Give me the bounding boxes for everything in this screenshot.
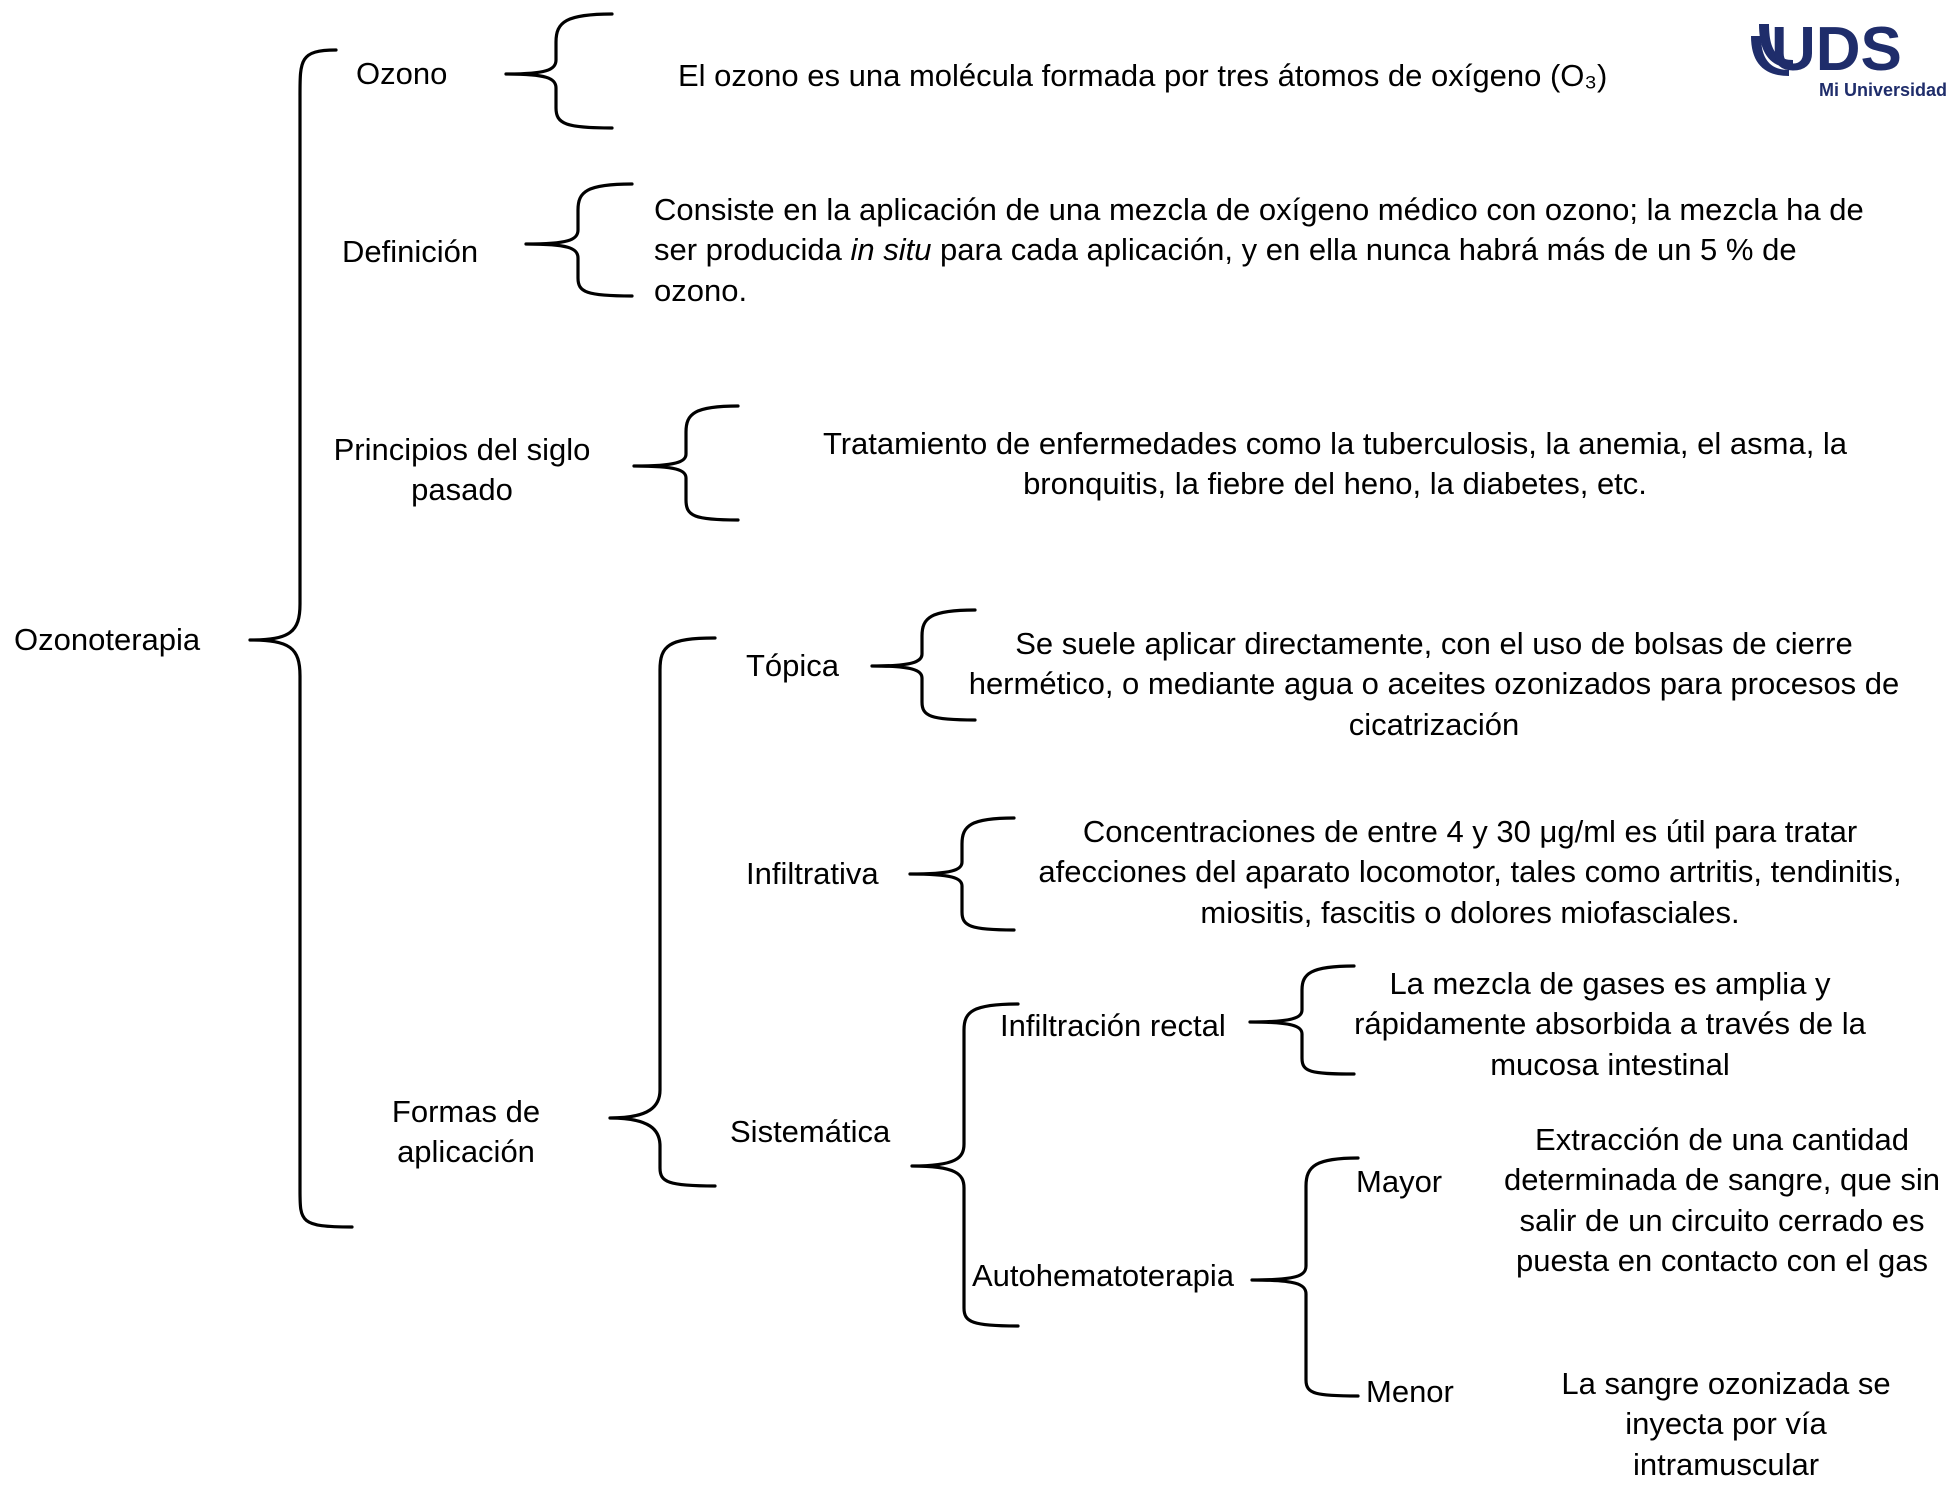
- node-formas: Formas de aplicación: [346, 1092, 586, 1173]
- rectal-line-2: rápidamente absorbida a través de la: [1354, 1006, 1866, 1042]
- topica-description: Se suele aplicar directamente, con el us…: [944, 624, 1924, 745]
- mayor-line-4: puesta en contacto con el gas: [1516, 1242, 1928, 1278]
- rectal-description: La mezcla de gases es amplia y rápidamen…: [1330, 964, 1890, 1085]
- node-ozono: Ozono: [356, 56, 448, 91]
- brace-definicion: [524, 182, 634, 298]
- node-sistematica: Sistemática: [730, 1114, 891, 1149]
- infiltrativa-line-3: miositis, fascitis o dolores miofasciale…: [1200, 894, 1740, 930]
- brace-root: [248, 48, 354, 1229]
- mayor-line-3: salir de un circuito cerrado es: [1519, 1202, 1925, 1238]
- rectal-line-3: mucosa intestinal: [1490, 1046, 1730, 1082]
- mayor-line-2: determinada de sangre, que sin: [1503, 1162, 1940, 1198]
- formas-label-line-2: aplicación: [397, 1134, 535, 1170]
- brace-topica: [870, 608, 977, 722]
- definicion-line-2: ser producida in situ para cada aplicaci…: [654, 230, 1864, 270]
- definicion-line-1: Consiste en la aplicación de una mezcla …: [654, 192, 1864, 227]
- node-principios: Principios del siglo pasado: [316, 430, 608, 511]
- node-mayor: Mayor: [1356, 1164, 1443, 1199]
- mayor-line-1: Extracción de una cantidad: [1535, 1122, 1909, 1157]
- brace-sistematica: [910, 1002, 1020, 1328]
- menor-line-1: La sangre ozonizada se: [1561, 1366, 1891, 1401]
- brace-principios: [632, 404, 740, 522]
- principios-label-line-1: Principios del siglo: [333, 432, 591, 467]
- node-topica: Tópica: [746, 648, 840, 683]
- node-infiltracion-rectal: Infiltración rectal: [1000, 1008, 1226, 1043]
- topica-line-1: Se suele aplicar directamente, con el us…: [1015, 626, 1853, 661]
- logo-mark: UDS: [1771, 15, 1902, 84]
- uds-logo: UDS Mi Universidad: [1749, 6, 1949, 106]
- definicion-line-2-b: para cada aplicación, y en ella nunca ha…: [931, 232, 1797, 268]
- logo-tagline: Mi Universidad: [1819, 80, 1947, 100]
- principios-description: Tratamiento de enfermedades como la tube…: [760, 424, 1910, 505]
- formas-label-line-1: Formas de: [391, 1094, 541, 1129]
- brace-formas: [608, 636, 717, 1188]
- infiltrativa-line-2: afecciones del aparato locomotor, tales …: [1038, 854, 1902, 890]
- menor-description: La sangre ozonizada se inyecta por vía i…: [1524, 1364, 1928, 1485]
- brace-ozono: [504, 12, 614, 130]
- rectal-line-1: La mezcla de gases es amplia y: [1389, 966, 1831, 1001]
- node-autohematoterapia: Autohematoterapia: [972, 1258, 1234, 1293]
- infiltrativa-line-1: Concentraciones de entre 4 y 30 μg/ml es…: [1082, 814, 1858, 849]
- node-menor: Menor: [1366, 1374, 1454, 1409]
- definicion-line-3: ozono.: [654, 272, 748, 308]
- principios-label-line-2: pasado: [411, 472, 513, 508]
- principios-line-1: Tratamiento de enfermedades como la tube…: [822, 426, 1848, 461]
- topica-line-3: cicatrización: [1348, 706, 1520, 742]
- topica-line-2: hermético, o mediante agua o aceites ozo…: [968, 666, 1900, 702]
- definicion-description: Consiste en la aplicación de una mezcla …: [654, 190, 1864, 311]
- infiltrativa-description: Concentraciones de entre 4 y 30 μg/ml es…: [1010, 812, 1930, 933]
- ozono-description: El ozono es una molécula formada por tre…: [678, 58, 1608, 93]
- brace-rectal: [1248, 964, 1356, 1076]
- principios-line-2: bronquitis, la fiebre del heno, la diabe…: [1023, 466, 1647, 502]
- node-infiltrativa: Infiltrativa: [746, 856, 879, 891]
- brace-autohemato: [1250, 1156, 1360, 1398]
- node-definicion: Definición: [342, 234, 479, 269]
- menor-line-2: inyecta por vía: [1625, 1406, 1827, 1442]
- mayor-description: Extracción de una cantidad determinada d…: [1494, 1120, 1950, 1281]
- definicion-line-2-a: ser producida: [654, 232, 851, 268]
- uds-logo-graphic: UDS Mi Universidad: [1751, 15, 1947, 100]
- node-ozonoterapia: Ozonoterapia: [14, 622, 201, 657]
- brace-infiltrativa: [908, 816, 1016, 932]
- menor-line-3: intramuscular: [1632, 1446, 1820, 1482]
- definicion-line-2-italic: in situ: [850, 232, 932, 268]
